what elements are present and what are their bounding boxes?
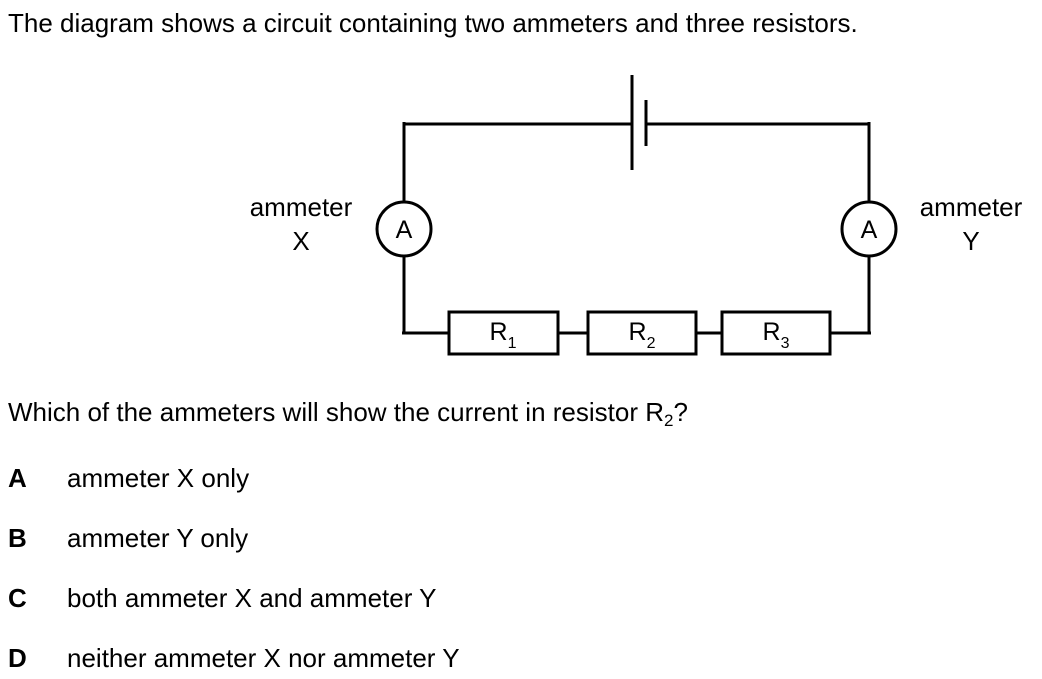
question-text: Which of the ammeters will show the curr… [8, 395, 688, 429]
ammeter-y-symbol: A [861, 216, 878, 244]
question-end: ? [673, 397, 688, 427]
option-c-letter: C [8, 583, 27, 613]
option-d-text: neither ammeter X nor ammeter Y [67, 643, 460, 673]
option-a-letter: A [8, 463, 27, 493]
intro-text: The diagram shows a circuit containing t… [8, 8, 858, 38]
resistor-r3-box [720, 310, 832, 356]
ammeter-y-circle [840, 200, 898, 258]
resistor-r2-box [586, 310, 698, 356]
option-b-letter: B [8, 523, 27, 553]
ammeter-x-label-line1: ammeter [249, 192, 353, 222]
option-a-text: ammeter X only [67, 463, 250, 493]
ammeter-y-label: ammeter Y [908, 190, 1034, 258]
ammeter-y-label-line1: ammeter [919, 192, 1023, 222]
ammeter-y-label-line2: Y [962, 226, 980, 256]
ammeter-x-label: ammeter X [240, 190, 362, 258]
option-b-text: ammeter Y only [67, 523, 249, 553]
question-main: Which of the ammeters will show the curr… [8, 397, 664, 427]
ammeter-x-circle [375, 200, 433, 258]
resistor-r1-box [447, 310, 560, 356]
resistor-r1-label: R1 [490, 318, 517, 352]
option-c-text: both ammeter X and ammeter Y [67, 583, 437, 613]
option-d-letter: D [8, 643, 27, 673]
resistor-r3-label: R3 [763, 318, 790, 352]
question-subscript: 2 [664, 411, 674, 430]
ammeter-x-label-line2: X [292, 226, 310, 256]
ammeter-x-symbol: A [396, 216, 413, 244]
resistor-r2-label: R2 [629, 318, 656, 352]
